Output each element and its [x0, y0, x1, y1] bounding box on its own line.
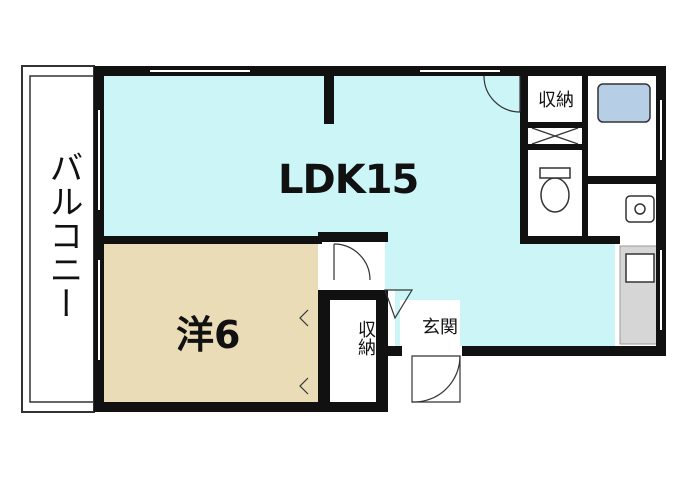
basin-drain [634, 203, 646, 215]
kitchen-sink [625, 253, 655, 283]
ldk-label: LDK15 [278, 157, 419, 203]
western-room-floor [104, 244, 318, 402]
entrance-label: 玄関 [422, 317, 458, 338]
bathtub [597, 83, 651, 123]
entrance-floor [400, 300, 460, 346]
balcony-area [21, 65, 95, 413]
windows [98, 70, 662, 360]
western-room-label: 洋6 [176, 313, 241, 357]
toilet [540, 177, 570, 213]
wash-basin [625, 195, 655, 223]
toilet-tank [539, 167, 571, 179]
storage-top-label: 収納 [538, 90, 574, 111]
ldk-floor [104, 76, 615, 346]
storage-mid-floor [330, 300, 382, 400]
walls [94, 66, 666, 412]
storage-mid-label: 収納 [355, 320, 376, 356]
door-swings [299, 75, 521, 403]
storage-top-floor [528, 76, 582, 122]
balcony-label: バルコニー [43, 150, 83, 320]
closet-marks [531, 127, 579, 145]
